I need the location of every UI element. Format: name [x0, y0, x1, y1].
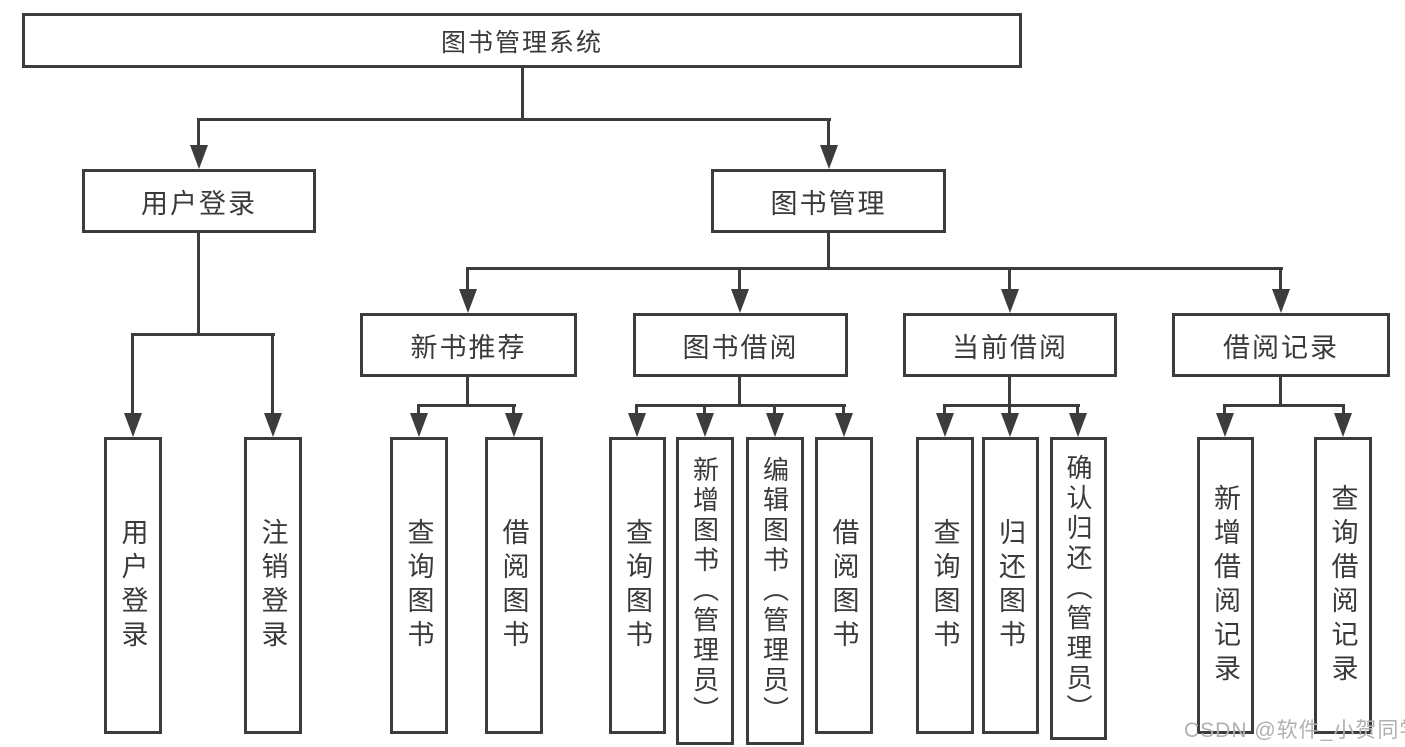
arrow-down-icon	[1272, 289, 1290, 313]
connector-borrow-stem	[738, 375, 741, 407]
connector-leaf-stem	[842, 404, 845, 418]
leaf-add-book-admin: 新增图书（管理员）	[676, 437, 734, 745]
arrow-down-icon	[1069, 413, 1087, 437]
connector-level2-hline	[197, 118, 831, 121]
connector-leaf-stem	[738, 267, 741, 294]
arrow-down-icon	[696, 413, 714, 437]
leaf-borrow-books-borrow: 借阅图书	[815, 437, 873, 734]
connector-recommend-hline	[417, 404, 516, 407]
leaf-query-books-borrow: 查询图书	[609, 437, 666, 734]
arrow-down-icon	[1001, 413, 1019, 437]
connector-current-hline	[943, 404, 1080, 407]
connector-current-stem	[1008, 375, 1011, 407]
arrow-down-icon	[264, 413, 282, 437]
connector-user-branch-hline	[131, 333, 275, 336]
leaf-logout-login: 注销登录	[244, 437, 302, 734]
node-book-borrow: 图书借阅	[633, 313, 848, 377]
arrow-down-icon	[820, 145, 838, 169]
leaf-edit-book-admin: 编辑图书（管理员）	[746, 437, 804, 745]
connector-recommend-stem	[466, 375, 469, 407]
connector-user-login-stem	[197, 118, 200, 150]
connector-leaf-stem	[466, 267, 469, 294]
connector-leaf-stem	[1008, 404, 1011, 418]
connector-leaf-stem	[1223, 404, 1226, 418]
connector-leaf-stem	[703, 404, 706, 418]
connector-leaf-stem	[773, 404, 776, 418]
node-borrow-records: 借阅记录	[1172, 313, 1390, 377]
arrow-down-icon	[190, 145, 208, 169]
connector-leaf-stem	[943, 404, 946, 418]
connector-leaf-stem	[417, 404, 420, 418]
arrow-down-icon	[628, 413, 646, 437]
watermark: CSDN @软件_小贺同学	[1184, 719, 1405, 742]
leaf-query-books-current: 查询图书	[916, 437, 974, 734]
connector-leaf-stem	[271, 333, 274, 415]
connector-user-branch-stem	[197, 230, 200, 336]
connector-root-stem	[521, 66, 524, 120]
arrow-down-icon	[1001, 289, 1019, 313]
connector-leaf-stem	[1279, 267, 1282, 294]
arrow-down-icon	[124, 413, 142, 437]
connector-leaf-stem	[1342, 404, 1345, 418]
arrow-down-icon	[505, 413, 523, 437]
node-current-borrow: 当前借阅	[903, 313, 1117, 377]
arrow-down-icon	[731, 289, 749, 313]
node-user-login: 用户登录	[82, 169, 316, 233]
leaf-add-borrow-record: 新增借阅记录	[1197, 437, 1254, 734]
arrow-down-icon	[936, 413, 954, 437]
node-new-book-recommend: 新书推荐	[360, 313, 577, 377]
connector-leaf-stem	[1008, 267, 1011, 294]
arrow-down-icon	[1216, 413, 1234, 437]
node-book-management: 图书管理	[711, 169, 946, 233]
leaf-query-books-recommend: 查询图书	[390, 437, 448, 734]
leaf-borrow-books-recommend: 借阅图书	[485, 437, 543, 734]
connector-level3-hline	[466, 267, 1283, 270]
leaf-query-borrow-record: 查询借阅记录	[1314, 437, 1372, 734]
leaf-confirm-return-admin: 确认归还（管理员）	[1050, 437, 1107, 740]
node-library-system: 图书管理系统	[22, 13, 1022, 68]
connector-leaf-stem	[131, 333, 134, 415]
connector-leaf-stem	[1076, 404, 1079, 418]
arrow-down-icon	[766, 413, 784, 437]
arrow-down-icon	[459, 289, 477, 313]
connector-records-hline	[1223, 404, 1345, 407]
arrow-down-icon	[835, 413, 853, 437]
arrow-down-icon	[410, 413, 428, 437]
arrow-down-icon	[1334, 413, 1352, 437]
leaf-return-book: 归还图书	[982, 437, 1039, 734]
connector-mgmt-branch-stem	[827, 230, 830, 270]
connector-borrow-hline	[635, 404, 846, 407]
connector-leaf-stem	[635, 404, 638, 418]
connector-leaf-stem	[512, 404, 515, 418]
leaf-user-login: 用户登录	[104, 437, 162, 734]
connector-book-mgmt-stem	[827, 118, 830, 150]
connector-records-stem	[1279, 375, 1282, 407]
